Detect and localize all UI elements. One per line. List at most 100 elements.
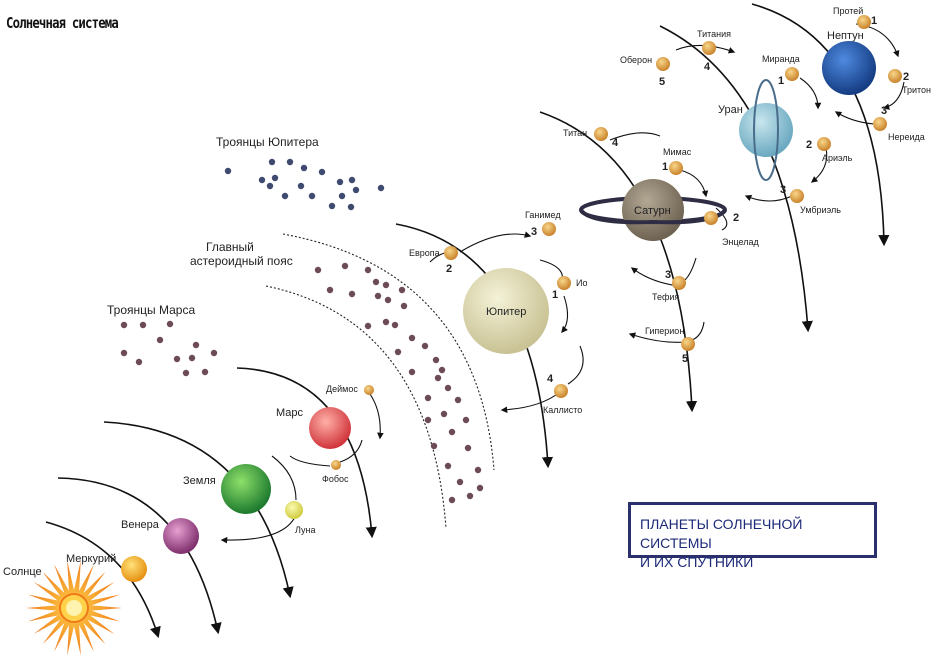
- moon-dot: [785, 67, 799, 81]
- jupiter-trojan-dot: [318, 168, 326, 176]
- moon-number-label: 3: [881, 105, 887, 117]
- label-phobos: Фобос: [322, 474, 349, 484]
- label-deimos: Деймос: [326, 384, 358, 394]
- moon-orbit-sat-titan: [609, 132, 661, 141]
- moon-dot: [656, 57, 670, 71]
- moon-name-label: Титания: [697, 29, 731, 39]
- planets: [121, 41, 876, 582]
- jupiter-trojan-dot: [377, 184, 385, 192]
- jupiter-trojan-dot: [328, 202, 336, 210]
- asteroid-dot: [364, 322, 372, 330]
- jupiter-trojan-dot: [268, 158, 276, 166]
- moon-name-label: Энцелад: [722, 237, 759, 247]
- jupiter-trojan-dot: [336, 178, 344, 186]
- asteroid-dot: [408, 334, 416, 342]
- mars-trojan-dot: [135, 358, 143, 366]
- mars-trojan-dot: [173, 355, 181, 363]
- jupiter-trojan-dot: [224, 167, 232, 175]
- asteroid-dot: [408, 368, 416, 376]
- asteroid-dot: [384, 296, 392, 304]
- moon-dot: [702, 41, 716, 55]
- label-earth: Земля: [183, 475, 216, 487]
- body-labels: Солнце Меркурий Венера Земля Луна Марс Д…: [3, 30, 864, 578]
- moon-orbit-jup-ganymede: [459, 231, 532, 253]
- asteroid-belt-borders: [265, 233, 495, 529]
- asteroid-dot: [421, 342, 429, 350]
- mars-trojan-dot: [166, 320, 174, 328]
- moon-number-label: 5: [659, 76, 665, 88]
- jupiter-trojan-dot: [271, 174, 279, 182]
- moon-orbit-mars-deimos: [369, 393, 384, 440]
- moon-number-label: 4: [547, 373, 554, 385]
- moon-name-label: Гиперион: [645, 326, 684, 336]
- jupiter-trojan-dot: [347, 203, 355, 211]
- jupiter-trojan-dot: [308, 192, 316, 200]
- asteroid-dot: [372, 278, 380, 286]
- moon-dot: [790, 189, 804, 203]
- moon-labels: Ио1Европа2Ганимед3Каллисто4Мимас1Энцелад…: [409, 6, 931, 415]
- asteroid-dot: [444, 462, 452, 470]
- moon-orbit-ura-miranda: [799, 77, 822, 110]
- moon-dot: [594, 127, 608, 141]
- asteroid-dot: [438, 366, 446, 374]
- moon-name-label: Тритон: [902, 85, 931, 95]
- moon-number-label: 1: [662, 161, 668, 173]
- label-mars-trojans: Троянцы Марса: [107, 303, 195, 317]
- moon-name-label: Протей: [833, 6, 863, 16]
- planet-saturn: [622, 179, 684, 241]
- asteroid-dot: [448, 496, 456, 504]
- asteroid-dot: [398, 286, 406, 294]
- orbit-venus: [57, 477, 222, 635]
- label-mercury: Меркурий: [66, 553, 116, 565]
- asteroid-belt-dots: [314, 262, 484, 504]
- moon-name-label: Нереида: [888, 132, 925, 142]
- moon-orbit-nep-triton: [882, 81, 905, 110]
- asteroid-dot: [391, 321, 399, 329]
- asteroid-dot: [456, 478, 464, 486]
- asteroid-dot: [341, 262, 349, 270]
- legend-box: ПЛАНЕТЫ СОЛНЕЧНОЙ СИСТЕМЫ И ИХ СПУТНИКИ: [628, 502, 877, 570]
- asteroid-dot: [314, 266, 322, 274]
- moon-number-label: 1: [552, 289, 558, 301]
- moon-number-label: 1: [871, 15, 877, 27]
- orbit-earth: [103, 421, 294, 599]
- moon-name-label: Мимас: [663, 147, 692, 157]
- jupiter-trojan-dot: [300, 164, 308, 172]
- moon-dot: [681, 337, 695, 351]
- jupiter-trojan-dot: [286, 158, 294, 166]
- asteroid-dot: [432, 356, 440, 364]
- label-saturn: Сатурн: [634, 205, 671, 217]
- asteroid-dot: [440, 410, 448, 418]
- moon-orbit-ura-umbriel: [744, 194, 793, 202]
- moon-dot: [672, 276, 686, 290]
- moon-orbit-earth-upper: [271, 455, 297, 501]
- moon-number-label: 2: [903, 71, 909, 83]
- label-jupiter-trojans: Троянцы Юпитера: [216, 135, 319, 149]
- label-moon: Луна: [295, 525, 315, 535]
- asteroid-dot: [474, 466, 482, 474]
- moon-name-label: Ганимед: [525, 210, 561, 220]
- moon-name-label: Каллисто: [543, 405, 582, 415]
- moon-orbit-jup-io2: [561, 295, 569, 334]
- label-uranus: Уран: [718, 104, 743, 116]
- asteroid-dot: [394, 348, 402, 356]
- planet-mars: [309, 407, 351, 449]
- jupiter-trojan-dots: [224, 158, 385, 211]
- sun: [26, 560, 122, 656]
- moon-deimos: [364, 385, 374, 395]
- mars-trojan-dot: [192, 341, 200, 349]
- label-mars: Марс: [276, 407, 304, 419]
- moon-orbit-nep-nereid: [834, 111, 875, 125]
- planet-venus: [163, 518, 199, 554]
- moon-dot: [542, 222, 556, 236]
- moon-number-label: 3: [780, 184, 786, 196]
- planet-uranus: [739, 103, 793, 157]
- belt-inner-border: [265, 285, 447, 529]
- moon-number-label: 1: [778, 75, 784, 87]
- moon-number-label: 2: [446, 263, 452, 275]
- asteroid-dot: [348, 290, 356, 298]
- asteroid-dot: [430, 442, 438, 450]
- mars-trojan-dot: [182, 369, 190, 377]
